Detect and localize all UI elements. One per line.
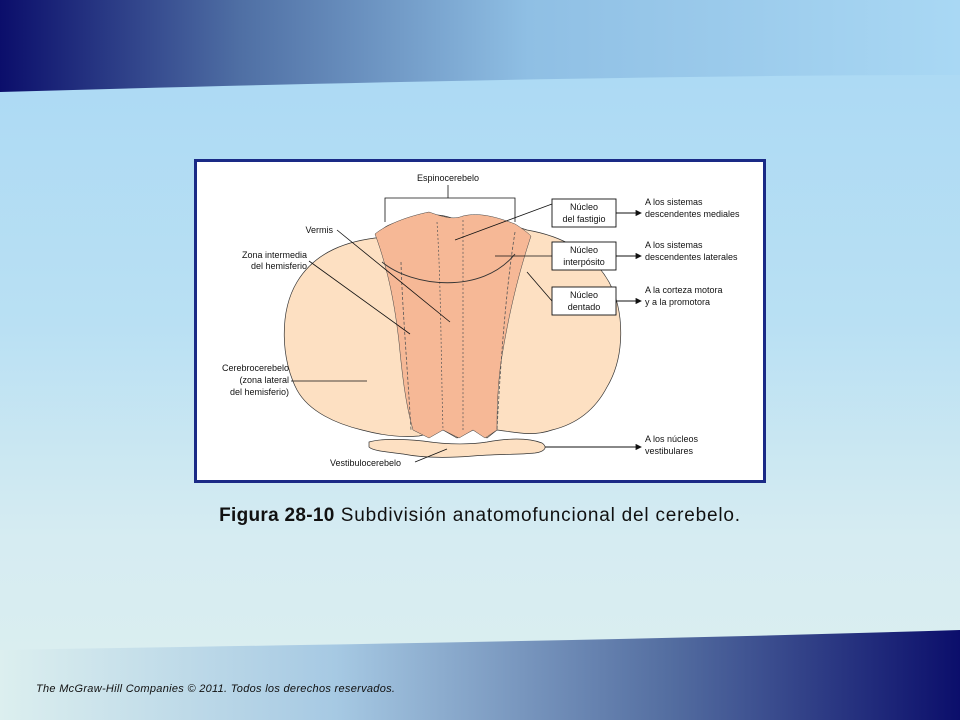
vestibulocerebellum: [368, 438, 546, 458]
bottom-banner: [0, 630, 960, 720]
target-2-line1: A los sistemas: [645, 240, 703, 250]
nucleus-fastigio-line1: Núcleo: [570, 202, 598, 212]
label-espinocerebelo: Espinocerebelo: [417, 173, 479, 183]
label-cerebrocerebelo-1: Cerebrocerebelo: [222, 363, 289, 373]
vermis-zone: [374, 211, 532, 439]
nucleus-interposito-line2: interpósito: [563, 257, 605, 267]
target-3-line2: y a la promotora: [645, 297, 710, 307]
top-banner: [0, 0, 960, 92]
nucleus-dentado-line1: Núcleo: [570, 290, 598, 300]
label-vermis: Vermis: [305, 225, 333, 235]
cerebellum-figure: Espinocerebelo Vermis Zona intermedia de…: [194, 159, 766, 483]
figure-number: Figura 28-10: [219, 505, 335, 526]
label-vestibulocerebelo: Vestibulocerebelo: [330, 458, 401, 468]
label-zona-intermedia-2: del hemisferio: [251, 261, 307, 271]
target-1-line1: A los sistemas: [645, 197, 703, 207]
figure-caption-text: Subdivisión anatomofuncional del cerebel…: [340, 505, 741, 526]
copyright-footer: The McGraw-Hill Companies © 2011. Todos …: [36, 683, 396, 695]
label-cerebrocerebelo-3: del hemisferio): [230, 387, 289, 397]
target-4-line2: vestibulares: [645, 446, 694, 456]
nucleus-interposito-line1: Núcleo: [570, 245, 598, 255]
nucleus-dentado-line2: dentado: [568, 302, 601, 312]
nucleus-fastigio-line2: del fastigio: [562, 214, 605, 224]
target-4-line1: A los núcleos: [645, 434, 699, 444]
label-cerebrocerebelo-2: (zona lateral: [239, 375, 289, 385]
nucleus-box-dentado: [551, 286, 617, 316]
figure-caption: Figura 28-10 Subdivisión anatomofunciona…: [0, 505, 960, 527]
target-2-line2: descendentes laterales: [645, 252, 738, 262]
label-zona-intermedia-1: Zona intermedia: [242, 250, 307, 260]
target-1-line2: descendentes mediales: [645, 209, 740, 219]
target-3-line1: A la corteza motora: [645, 285, 723, 295]
cerebellum-diagram: Espinocerebelo Vermis Zona intermedia de…: [222, 173, 740, 468]
